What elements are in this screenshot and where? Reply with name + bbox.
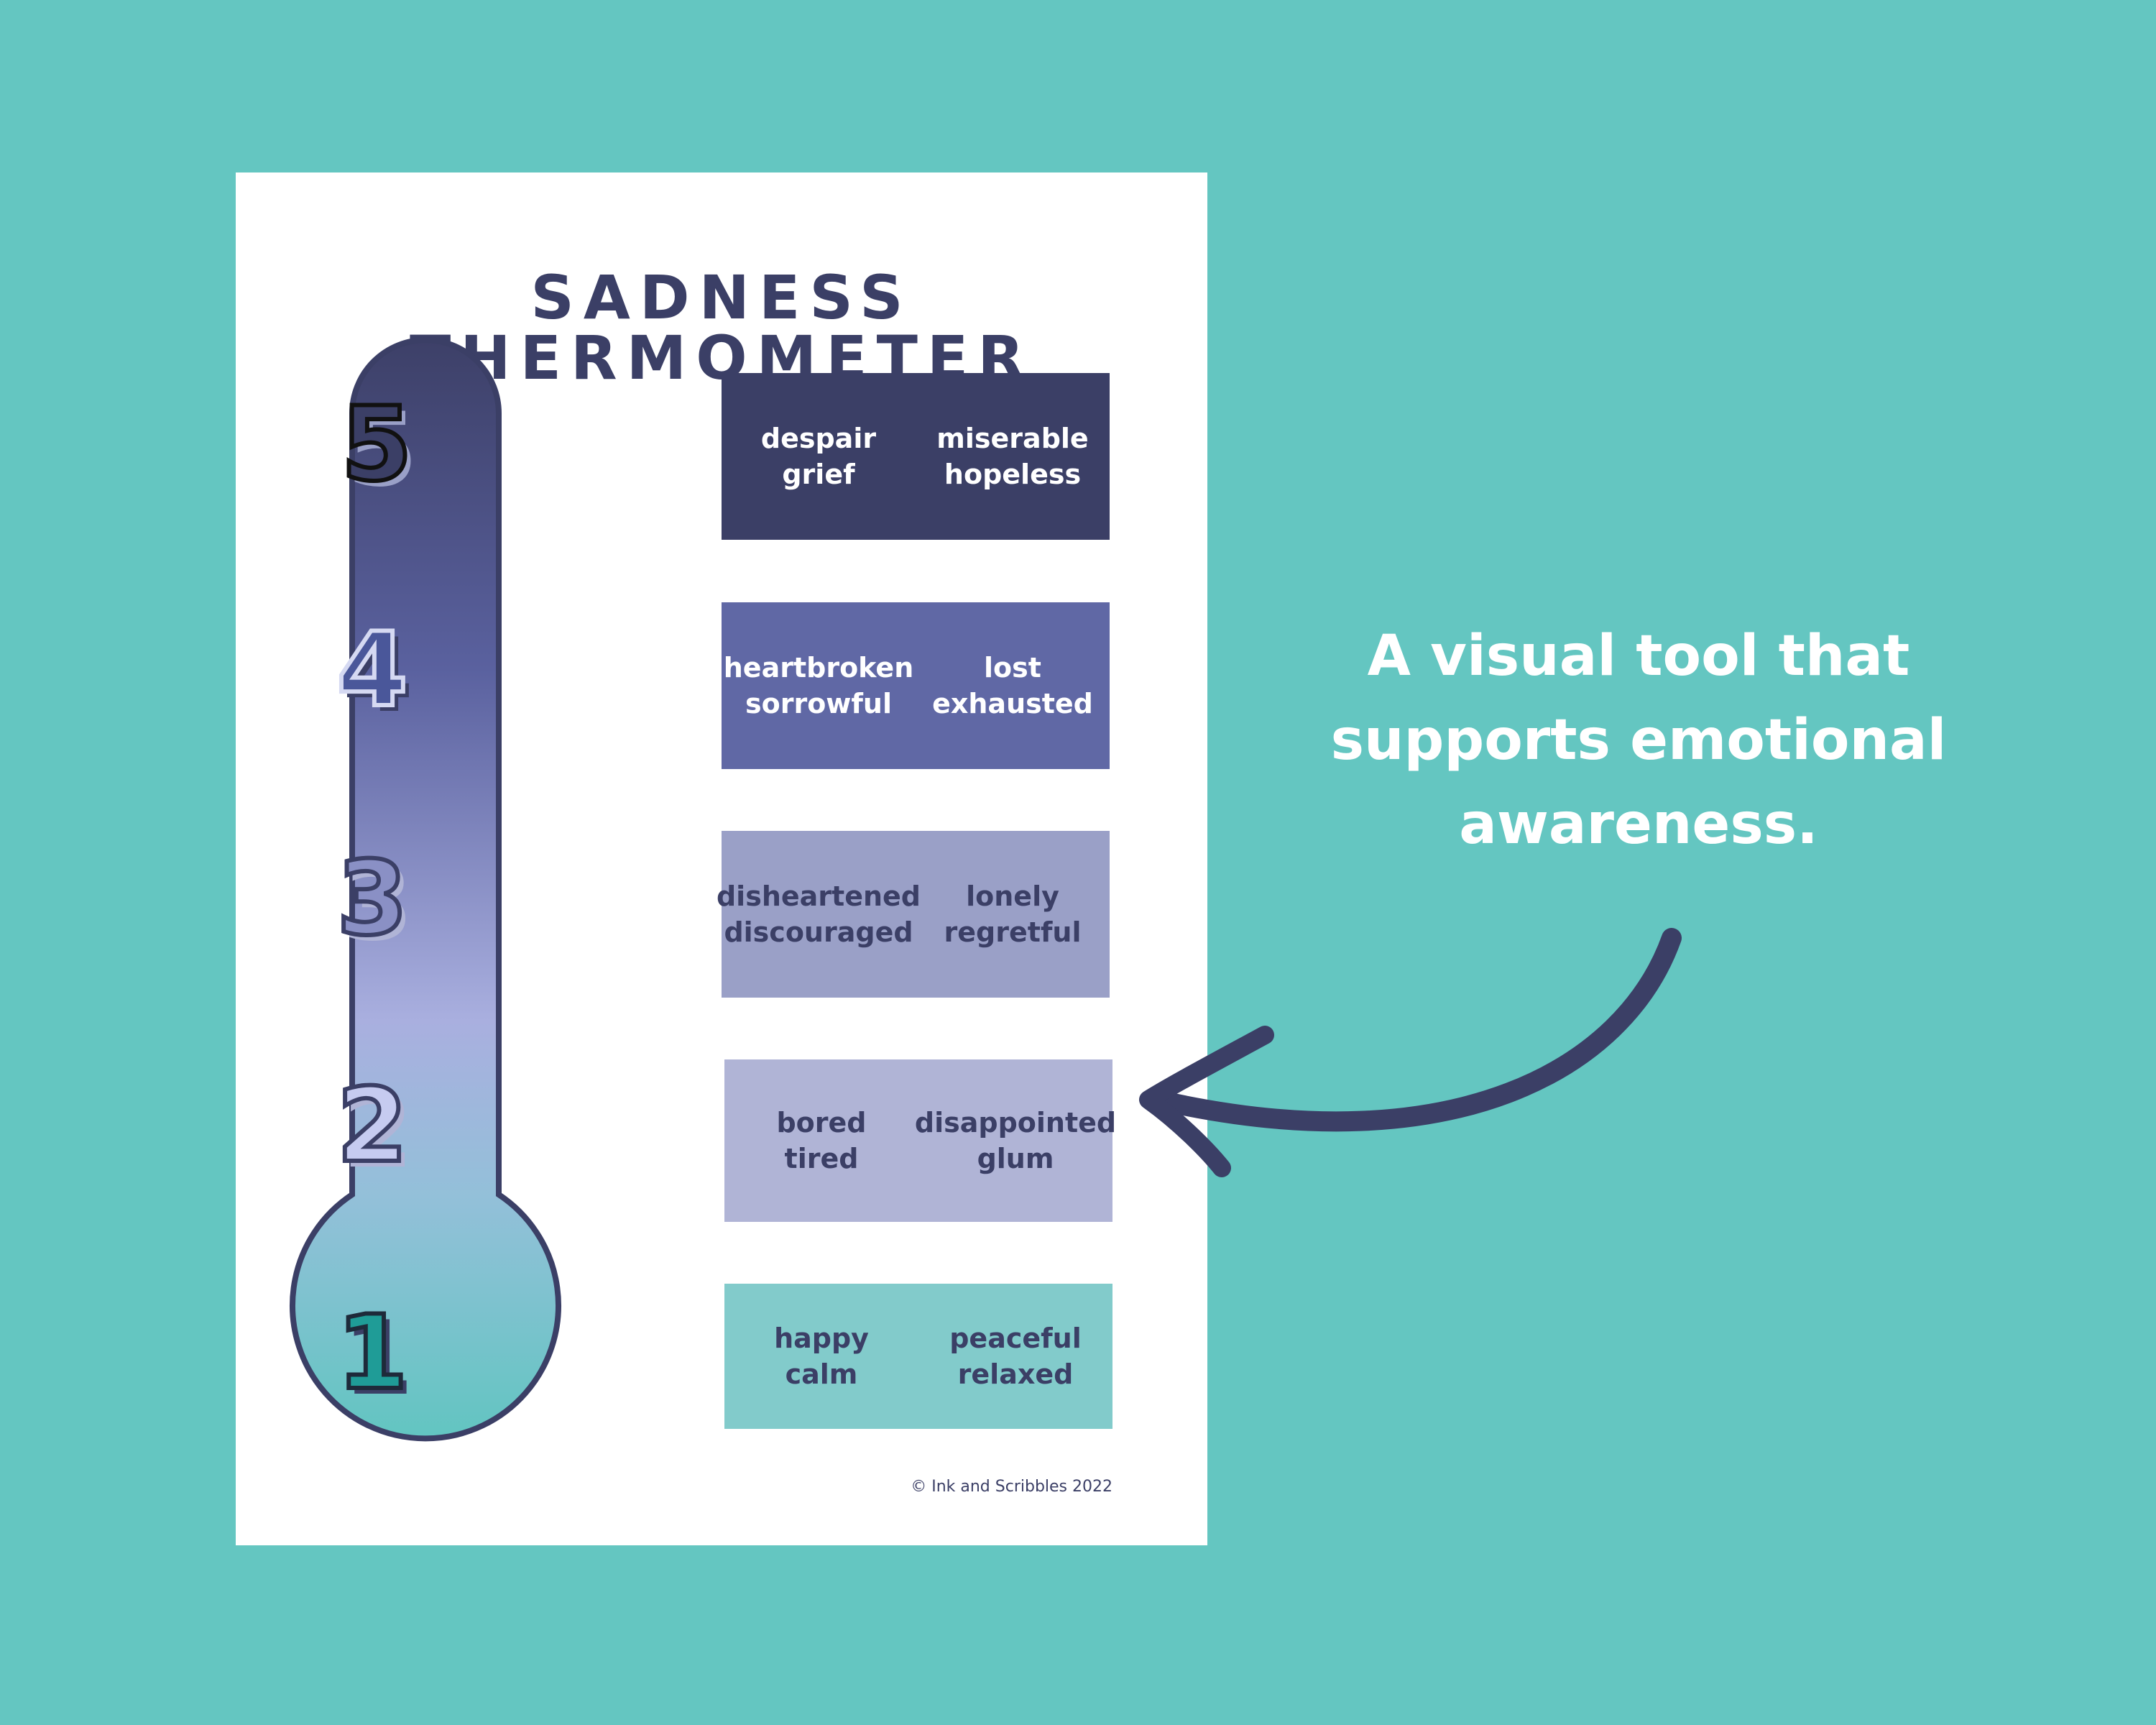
level-4-words-left: heartbroken sorrowful <box>722 650 916 722</box>
tagline: A visual tool that supports emotional aw… <box>1294 615 1984 867</box>
arrow-shaft <box>1160 928 1682 1132</box>
emotion-word: regretful <box>944 916 1082 948</box>
level-1-emotions: happy calm peaceful relaxed <box>724 1284 1112 1429</box>
emotion-word: bored <box>776 1106 867 1138</box>
emotion-word: miserable <box>936 422 1089 454</box>
emotion-word: disheartened <box>716 880 921 912</box>
thermometer-body <box>290 337 561 1442</box>
level-number-1: 1 <box>335 1294 410 1412</box>
sadness-thermometer-poster: SADNESS THERMOMETER 5 4 3 2 1 despair gr… <box>236 172 1207 1545</box>
level-4-emotions: heartbroken sorrowful lost exhausted <box>722 602 1110 769</box>
level-5-emotions: despair grief miserable hopeless <box>722 373 1110 540</box>
emotion-word: calm <box>785 1358 858 1390</box>
level-number-4: 4 <box>335 611 410 730</box>
level-3-words-left: disheartened discouraged <box>717 878 921 950</box>
emotion-word: peaceful <box>949 1322 1082 1354</box>
tagline-line: A visual tool that <box>1367 624 1910 689</box>
level-number-3: 3 <box>335 840 410 958</box>
emotion-word: grief <box>782 459 855 490</box>
thermometer-graphic <box>290 337 561 1442</box>
level-number-2: 2 <box>335 1067 410 1185</box>
emotion-word: tired <box>784 1143 859 1174</box>
emotion-word: sorrowful <box>745 688 893 719</box>
emotion-word: relaxed <box>957 1358 1074 1390</box>
tagline-line: supports emotional <box>1330 708 1947 773</box>
level-number-5: 5 <box>339 385 415 504</box>
emotion-word: lost <box>984 651 1041 684</box>
emotion-word: disappointed <box>914 1106 1117 1138</box>
level-5-words-left: despair grief <box>722 420 916 492</box>
emotion-word: glum <box>977 1143 1054 1174</box>
level-1-words-right: peaceful relaxed <box>918 1320 1112 1392</box>
tagline-line: awareness. <box>1459 792 1818 857</box>
emotion-word: happy <box>774 1322 869 1354</box>
level-3-emotions: disheartened discouraged lonely regretfu… <box>717 831 1110 998</box>
level-2-words-right: disappointed glum <box>915 1105 1116 1177</box>
arrow-head <box>1139 1026 1274 1177</box>
emotion-word: exhausted <box>932 688 1093 719</box>
emotion-word: lonely <box>966 880 1059 912</box>
level-4-words-right: lost exhausted <box>916 650 1110 722</box>
level-3-words-right: lonely regretful <box>916 878 1110 950</box>
emotion-word: heartbroken <box>723 651 914 684</box>
copyright-text: © Ink and Scribbles 2022 <box>911 1478 1112 1496</box>
level-1-words-left: happy calm <box>724 1320 918 1392</box>
level-2-emotions: bored tired disappointed glum <box>724 1059 1116 1222</box>
emotion-word: despair <box>760 422 877 454</box>
emotion-word: discouraged <box>724 916 913 948</box>
emotion-word: hopeless <box>944 459 1082 490</box>
level-2-words-left: bored tired <box>724 1105 918 1177</box>
level-5-words-right: miserable hopeless <box>916 420 1110 492</box>
